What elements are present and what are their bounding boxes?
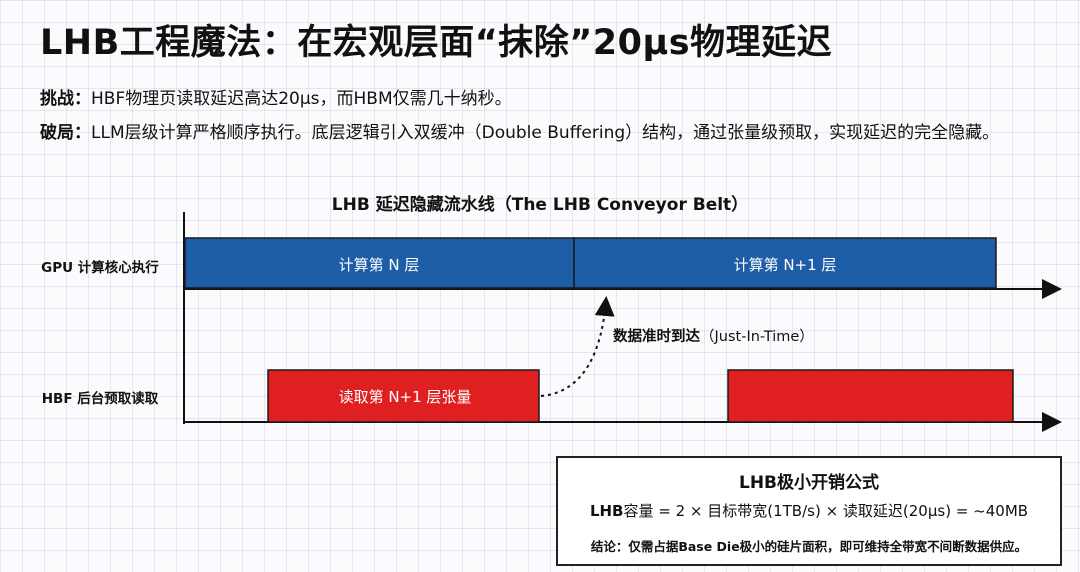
formula-conclusion: 结论：仅需占据Base Die极小的硅片面积，即可维持全带宽不间断数据供应。 bbox=[590, 539, 1028, 554]
hbf-block-read-n-plus-1 bbox=[267, 369, 540, 423]
arrow-label-suffix: （Just-In-Time） bbox=[700, 328, 814, 345]
hbf-block-next-read bbox=[727, 369, 1014, 423]
prefetch-arrow bbox=[540, 296, 615, 397]
page-title: LHB工程魔法：在宏观层面“抹除”20μs物理延迟 bbox=[40, 23, 833, 63]
gpu-block-layer-n bbox=[184, 237, 575, 289]
gpu-block-layer-n-plus-1-label: 计算第 N+1 层 bbox=[734, 256, 837, 274]
diagram-title: LHB 延迟隐藏流水线（The LHB Conveyor Belt） bbox=[331, 195, 749, 215]
formula-lhs: LHB bbox=[589, 502, 624, 520]
arrow-label-main: 数据准时到达 bbox=[613, 327, 700, 345]
lane-label-hbf: HBF 后台预取读取 bbox=[42, 390, 159, 407]
breakthrough-label: 破局： bbox=[40, 123, 91, 143]
formula-rhs: 容量 = 2 × 目标带宽(1TB/s) × 读取延迟(20μs) = ~40M… bbox=[623, 502, 1029, 520]
gpu-block-layer-n-label: 计算第 N 层 bbox=[339, 256, 420, 274]
breakthrough-paragraph: 破局：LLM层级计算严格顺序执行。底层逻辑引入双缓冲（Double Buffer… bbox=[40, 120, 1050, 146]
challenge-paragraph: 挑战：HBF物理页读取延迟高达20μs，而HBM仅需几十纳秒。 bbox=[40, 86, 1050, 112]
lane-label-gpu: GPU 计算核心执行 bbox=[41, 259, 159, 276]
breakthrough-text: LLM层级计算严格顺序执行。底层逻辑引入双缓冲（Double Buffering… bbox=[91, 123, 1000, 143]
gpu-block-layer-n-plus-1 bbox=[573, 237, 997, 289]
formula-title: LHB极小开销公式 bbox=[738, 473, 880, 493]
hbf-block-read-label: 读取第 N+1 层张量 bbox=[339, 388, 472, 406]
challenge-label: 挑战： bbox=[40, 89, 91, 109]
formula-equation: LHB容量 = 2 × 目标带宽(1TB/s) × 读取延迟(20μs) = ~… bbox=[558, 500, 1060, 521]
arrow-label: 数据准时到达（Just-In-Time） bbox=[613, 327, 814, 345]
formula-box: LHB极小开销公式 LHB容量 = 2 × 目标带宽(1TB/s) × 读取延迟… bbox=[556, 456, 1062, 566]
challenge-text: HBF物理页读取延迟高达20μs，而HBM仅需几十纳秒。 bbox=[91, 89, 512, 109]
